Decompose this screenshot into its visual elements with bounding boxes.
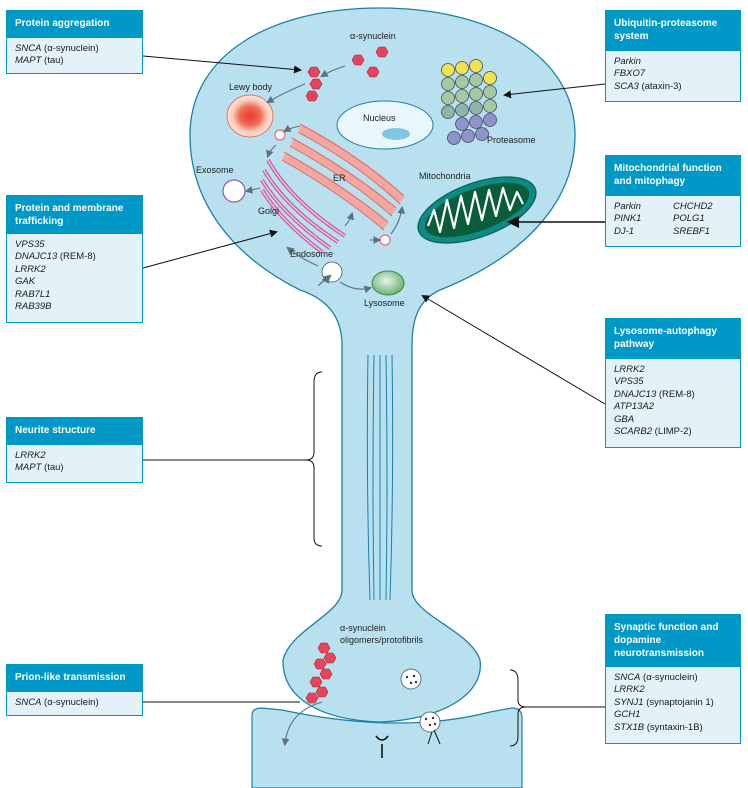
gene-item: POLG1 bbox=[673, 213, 705, 225]
gene-item: LRRK2 bbox=[15, 450, 46, 461]
gene-item: GAK bbox=[15, 276, 36, 288]
neurite-brace bbox=[305, 371, 323, 547]
gene-item: RAB39B bbox=[15, 301, 52, 313]
postsynaptic-membrane bbox=[251, 707, 523, 788]
label-proteasome: Proteasome bbox=[487, 135, 536, 145]
gene-item: SNCA (α-synuclein) bbox=[15, 697, 99, 708]
gene-item: MAPT (tau) bbox=[15, 55, 64, 67]
nucleus bbox=[336, 100, 434, 150]
lysosome bbox=[371, 270, 405, 296]
box-title: Ubiquitin-proteasome system bbox=[606, 11, 740, 51]
box-protein-aggregation: Protein aggregation SNCA (α-synuclein) M… bbox=[6, 10, 143, 74]
dopamine-receptor bbox=[375, 735, 389, 758]
gene-item: CHCHD2 bbox=[673, 201, 713, 212]
internal-arrows bbox=[244, 65, 406, 747]
gene-item: DNAJC13 (REM-8) bbox=[614, 388, 695, 400]
box-title: Synaptic function and dopamine neurotran… bbox=[606, 615, 740, 667]
vesicle bbox=[379, 234, 391, 246]
box-mitochondrial-function: Mitochondrial function and mitophagy Par… bbox=[605, 155, 741, 247]
box-title: Lysosome-autophagy pathway bbox=[606, 319, 740, 359]
connector-arrows bbox=[142, 55, 606, 703]
label-golgi: Golgi bbox=[258, 206, 280, 216]
mitochondrion bbox=[417, 176, 537, 244]
gene-item: PINK1 bbox=[614, 213, 642, 225]
box-prion-transmission: Prion-like transmission SNCA (α-synuclei… bbox=[6, 664, 143, 716]
proteasome bbox=[441, 59, 497, 145]
box-lysosome-autophagy: Lysosome-autophagy pathway LRRK2 VPS35 D… bbox=[605, 318, 741, 448]
gene-item: VPS35 bbox=[15, 239, 45, 250]
gene-item: Parkin bbox=[614, 201, 641, 212]
endosome bbox=[321, 261, 343, 283]
gene-item: DNAJC13 (REM-8) bbox=[15, 251, 96, 263]
box-title: Protein and membrane trafficking bbox=[7, 196, 142, 234]
endoplasmic-reticulum bbox=[281, 123, 405, 231]
gene-item: SYNJ1 (synaptojanin 1) bbox=[614, 696, 714, 708]
label-mitochondria: Mitochondria bbox=[419, 171, 471, 181]
gene-item: SCARB2 (LIMP-2) bbox=[614, 426, 692, 438]
label-alpha-synuclein: α-synuclein bbox=[350, 31, 396, 41]
gene-item: SREBF1 bbox=[673, 225, 710, 237]
golgi-apparatus bbox=[260, 159, 347, 254]
gene-item: FBXO7 bbox=[614, 68, 646, 80]
label-endosome: Endosome bbox=[290, 249, 334, 259]
gene-item: LRRK2 bbox=[614, 364, 645, 375]
synaptic-vesicle-release bbox=[419, 711, 441, 733]
gene-item: VPS35 bbox=[614, 376, 644, 388]
gene-item: SNCA (α-synuclein) bbox=[614, 672, 698, 683]
box-title: Protein aggregation bbox=[7, 11, 142, 38]
gene-item: GCH1 bbox=[614, 709, 641, 721]
gene-item: STX1B (syntaxin-1B) bbox=[614, 721, 703, 733]
gene-item: SNCA (α-synuclein) bbox=[15, 43, 99, 54]
gene-item: SCA3 (ataxin-3) bbox=[614, 80, 682, 92]
label-oligomers: α-synuclein oligomers/protofibrils bbox=[340, 623, 424, 645]
alpha-synuclein-aggregates bbox=[305, 46, 389, 704]
label-er: ER bbox=[333, 173, 346, 183]
gene-item: GBA bbox=[614, 413, 635, 425]
synaptic-vesicle bbox=[400, 668, 422, 690]
label-lewy-body: Lewy body bbox=[229, 82, 273, 92]
label-nucleus: Nucleus bbox=[363, 113, 396, 123]
box-title: Mitochondrial function and mitophagy bbox=[606, 156, 740, 196]
box-trafficking: Protein and membrane trafficking VPS35 D… bbox=[6, 195, 143, 323]
label-exosome: Exosome bbox=[196, 165, 234, 175]
gene-item: LRRK2 bbox=[614, 684, 645, 696]
label-lysosome: Lysosome bbox=[364, 298, 405, 308]
gene-item: Parkin bbox=[614, 56, 641, 67]
box-neurite-structure: Neurite structure LRRK2 MAPT (tau) bbox=[6, 417, 143, 483]
vesicle bbox=[274, 129, 286, 141]
gene-item: LRRK2 bbox=[15, 263, 46, 275]
box-title: Prion-like transmission bbox=[7, 665, 142, 692]
nucleolus bbox=[382, 128, 410, 140]
box-synaptic-function: Synaptic function and dopamine neurotran… bbox=[605, 614, 741, 744]
gene-item: MAPT (tau) bbox=[15, 462, 64, 474]
box-ubiquitin-proteasome: Ubiquitin-proteasome system Parkin FBXO7… bbox=[605, 10, 741, 102]
microtubules bbox=[366, 354, 394, 601]
exosome bbox=[222, 179, 246, 203]
box-title: Neurite structure bbox=[7, 418, 142, 445]
gene-item: ATP13A2 bbox=[614, 401, 654, 413]
lewy-body bbox=[226, 94, 274, 138]
gene-item: RAB7L1 bbox=[15, 288, 51, 300]
gene-item: DJ-1 bbox=[614, 225, 635, 237]
